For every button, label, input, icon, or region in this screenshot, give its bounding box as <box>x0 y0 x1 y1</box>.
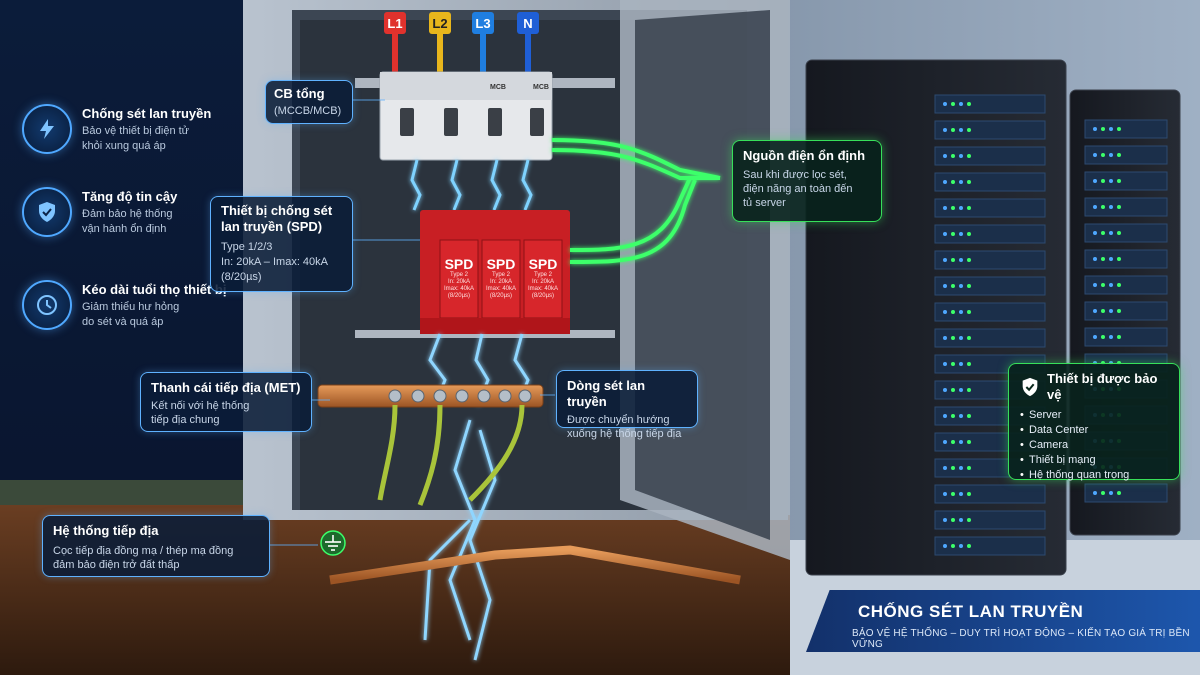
mcb-label: MCB <box>533 84 549 91</box>
spd-module-spec: Imax: 40kA <box>485 286 516 292</box>
feature-desc: Bảo vệ thiết bị điện tử <box>82 125 190 137</box>
phase-l1: L1 <box>384 12 406 34</box>
callout-cb: CB tổng (MCCB/MCB) <box>265 80 353 124</box>
spd-module: SPD Type 2 In: 20kA Imax: 40kA (8/20µs) <box>481 256 521 300</box>
callout-title: Dòng sét lan truyền <box>567 378 646 409</box>
list-item: Camera <box>1019 438 1169 453</box>
feature-title: Chống sét lan truyền <box>82 106 212 121</box>
callout-title: Thiết bị chống sét <box>221 203 333 218</box>
feature-title: Kéo dài tuổi thọ thiết bị <box>82 282 227 297</box>
phase-l2: L2 <box>429 12 451 34</box>
spd-module: SPD Type 2 In: 20kA Imax: 40kA (8/20µs) <box>523 256 563 300</box>
shield-icon <box>22 187 72 237</box>
banner-subtitle: BẢO VỆ HỆ THỐNG – DUY TRÌ HOẠT ĐỘNG – KI… <box>852 628 1190 650</box>
spd-module: SPD Type 2 In: 20kA Imax: 40kA (8/20µs) <box>439 256 479 300</box>
callout-title: Hệ thống tiếp địa <box>53 523 159 538</box>
feature-title: Tăng độ tin cậy <box>82 189 178 204</box>
feature-reliability: Tăng độ tin cậy Đảm bảo hệ thống vận hàn… <box>22 187 242 237</box>
spd-module-name: SPD <box>444 256 474 272</box>
spd-module-spec: In: 20kA <box>531 279 554 285</box>
callout-desc: tủ server <box>743 197 786 209</box>
banner-title: CHỐNG SÉT LAN TRUYỀN <box>858 602 1084 621</box>
callout-title: lan truyền (SPD) <box>221 219 323 234</box>
spd-module-spec: Type 2 <box>533 272 552 278</box>
callout-desc: Sau khi được lọc sét, <box>743 169 847 181</box>
spd-module-name: SPD <box>486 256 516 272</box>
callout-desc: Kết nối với hệ thống <box>151 400 250 412</box>
feature-desc: do sét và quá áp <box>82 316 164 328</box>
clock-icon <box>22 280 72 330</box>
callout-desc: điện năng an toàn đến <box>743 183 853 195</box>
callout-title: Thiết bị được bảo vệ <box>1047 371 1158 402</box>
callout-grounding: Hệ thống tiếp địa Cọc tiếp địa đồng mạ /… <box>42 515 270 577</box>
feature-desc: vận hành ổn định <box>82 223 167 235</box>
list-item: Hệ thống quan trọng <box>1019 468 1169 483</box>
shield-check-icon <box>1019 376 1041 398</box>
spd-module-spec: In: 20kA <box>489 279 512 285</box>
callout-stable-source: Nguồn điện ổn định Sau khi được lọc sét,… <box>732 140 882 222</box>
callout-desc: đảm bảo điện trở đất thấp <box>53 559 180 571</box>
lightning-icon <box>22 104 72 154</box>
callout-desc: Type 1/2/3 <box>221 241 273 253</box>
feature-surge-protection: Chống sét lan truyền Bảo vệ thiết bị điệ… <box>22 104 242 154</box>
callout-desc: xuống hệ thống tiếp địa <box>567 428 682 440</box>
protected-device-list: Server Data Center Camera Thiết bị mạng … <box>1019 408 1169 483</box>
spd-module-spec: (8/20µs) <box>447 293 471 299</box>
callout-spd: Thiết bị chống sét lan truyền (SPD) Type… <box>210 196 353 292</box>
callout-desc: In: 20kA – Imax: 40kA <box>221 256 329 268</box>
spd-module-name: SPD <box>528 256 558 272</box>
list-item: Data Center <box>1019 423 1169 438</box>
phase-l3: L3 <box>472 12 494 34</box>
feature-desc: Giảm thiểu hư hỏng <box>82 301 180 313</box>
callout-desc: Cọc tiếp địa đồng mạ / thép mạ đồng <box>53 545 234 557</box>
spd-module-spec: Type 2 <box>491 272 510 278</box>
feature-desc: khỏi xung quá áp <box>82 140 166 152</box>
callout-met: Thanh cái tiếp địa (MET) Kết nối với hệ … <box>140 372 312 432</box>
callout-desc: (MCCB/MCB) <box>274 105 342 117</box>
phase-n: N <box>517 12 539 34</box>
callout-surge-current: Dòng sét lan truyền Được chuyển hướng xu… <box>556 370 698 440</box>
list-item: Thiết bị mạng <box>1019 453 1169 468</box>
feature-desc: Đảm bảo hệ thống <box>82 208 173 220</box>
callout-title: Thanh cái tiếp địa (MET) <box>151 380 301 395</box>
callout-desc: (8/20µs) <box>221 271 262 283</box>
title-banner: CHỐNG SÉT LAN TRUYỀN BẢO VỆ HỆ THỐNG – D… <box>806 590 1200 652</box>
list-item: Server <box>1019 408 1169 423</box>
spd-module-spec: Imax: 40kA <box>527 286 558 292</box>
spd-module-spec: (8/20µs) <box>531 293 555 299</box>
mcb-label: MCB <box>490 84 506 91</box>
spd-module-spec: Imax: 40kA <box>443 286 474 292</box>
spd-module-spec: In: 20kA <box>447 279 470 285</box>
callout-title: CB tổng <box>274 86 325 101</box>
feature-lifespan: Kéo dài tuổi thọ thiết bị Giảm thiểu hư … <box>22 280 242 330</box>
spd-module-spec: Type 2 <box>449 272 468 278</box>
callout-protected-devices: Thiết bị được bảo vệ Server Data Center … <box>1008 363 1180 483</box>
callout-title: Nguồn điện ổn định <box>743 148 866 163</box>
callout-desc: tiếp địa chung <box>151 414 220 426</box>
callout-desc: Được chuyển hướng <box>567 414 670 426</box>
spd-module-spec: (8/20µs) <box>489 293 513 299</box>
